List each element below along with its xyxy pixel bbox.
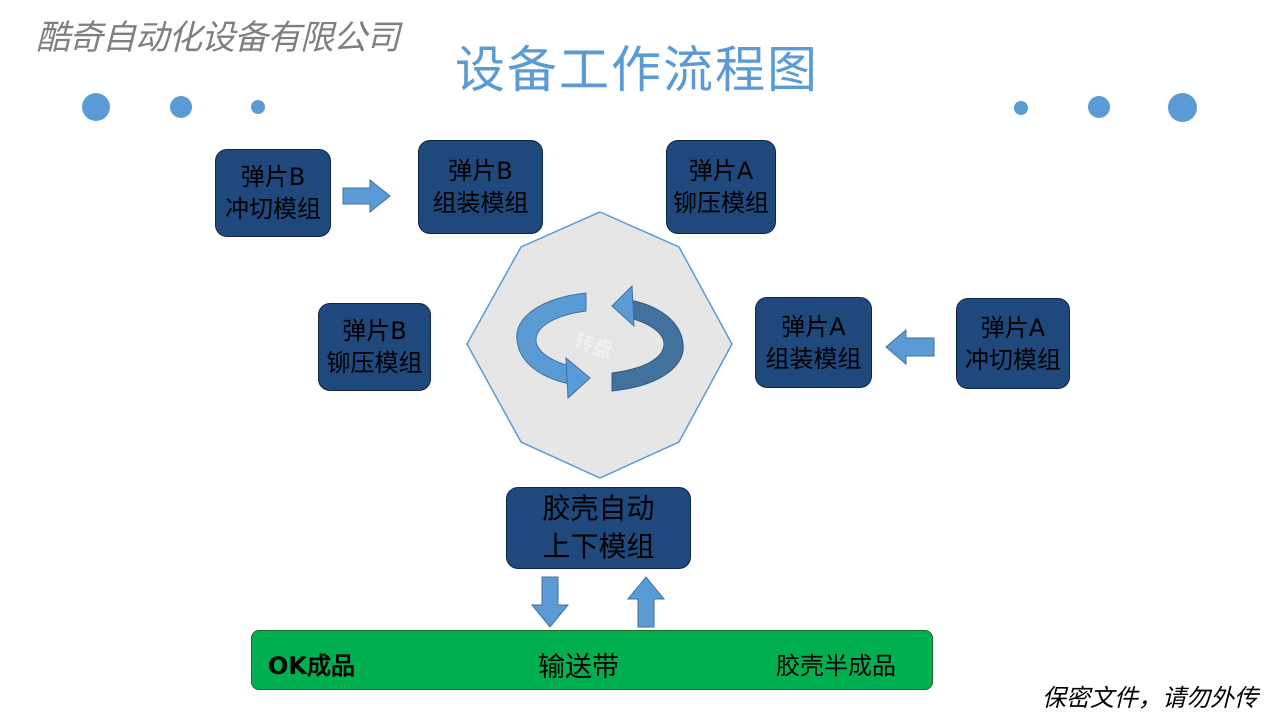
arrow-loader-down [530, 576, 570, 628]
module-line-1: 弹片A [688, 157, 754, 185]
module-spring-a-rivet: 弹片A 铆压模组 [666, 140, 776, 234]
module-line-2: 组装模组 [432, 189, 529, 217]
decor-dot-left-3 [251, 100, 265, 114]
arrow-belt-up [626, 576, 666, 628]
module-line-1: 胶壳自动 [542, 492, 655, 525]
module-line-2: 上下模组 [542, 530, 655, 563]
decor-dot-right-2 [1088, 96, 1110, 118]
conveyor-belt [251, 630, 933, 690]
module-spring-a-assemble: 弹片A 组装模组 [755, 297, 872, 388]
module-line-2: 铆压模组 [326, 349, 423, 377]
page-title: 设备工作流程图 [455, 41, 819, 99]
module-shell-loader: 胶壳自动 上下模组 [506, 487, 691, 569]
decor-dot-right-1 [1014, 101, 1028, 115]
decor-dot-left-1 [82, 93, 110, 121]
module-spring-b-rivet: 弹片B 铆压模组 [318, 303, 431, 391]
conveyor-output-label: OK成品 [268, 652, 355, 680]
decor-dot-right-3 [1168, 93, 1197, 122]
module-spring-b-punch: 弹片B 冲切模组 [215, 149, 331, 237]
module-line-2: 铆压模组 [673, 189, 769, 217]
module-line-2: 组装模组 [765, 344, 862, 373]
confidential-notice: 保密文件，请勿外传 [1042, 684, 1258, 712]
arrow-a-cut-to-assemble [885, 328, 935, 366]
module-line-2: 冲切模组 [965, 345, 1061, 374]
decor-dot-left-2 [170, 96, 192, 118]
module-line-1: 弹片A [781, 312, 846, 341]
arrow-b-cut-to-assemble [342, 178, 391, 214]
module-line-1: 弹片B [342, 317, 407, 345]
module-line-1: 弹片B [240, 163, 306, 191]
conveyor-label: 输送带 [538, 652, 619, 683]
module-line-1: 弹片B [448, 157, 513, 185]
turntable-octagon [466, 211, 733, 479]
module-line-1: 弹片A [980, 313, 1046, 342]
module-spring-b-assemble: 弹片B 组装模组 [418, 140, 543, 234]
rotate-icon [516, 284, 684, 400]
conveyor-input-label: 胶壳半成品 [776, 652, 896, 680]
module-spring-a-punch: 弹片A 冲切模组 [956, 298, 1070, 389]
company-name: 酷奇自动化设备有限公司 [36, 18, 400, 58]
module-line-2: 冲切模组 [225, 195, 321, 223]
